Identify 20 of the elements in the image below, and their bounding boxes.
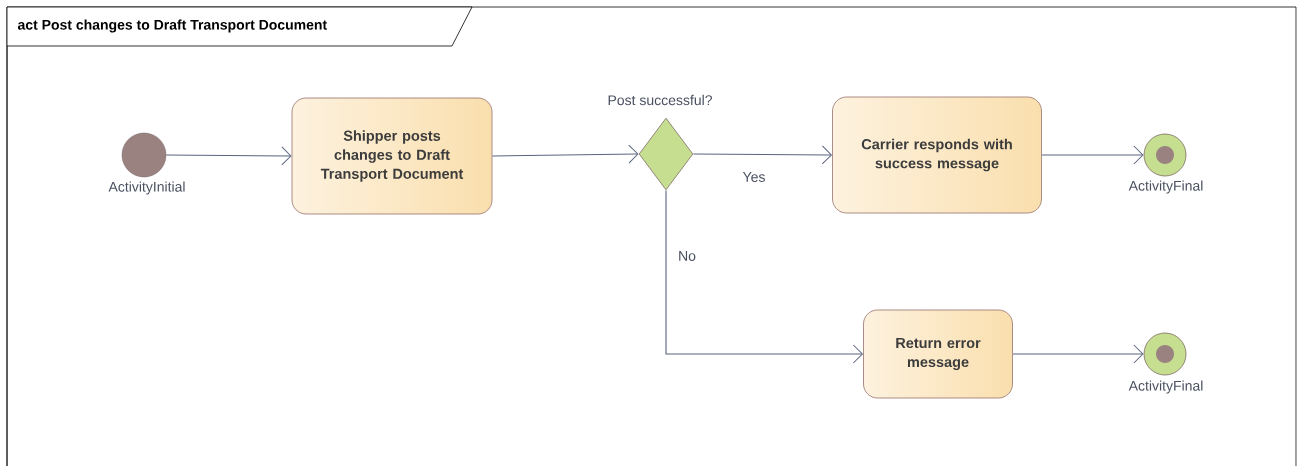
frame-title: act Post changes to Draft Transport Document <box>6 6 473 47</box>
action-box: Carrier responds with success message <box>832 96 1042 214</box>
decision-diamond <box>638 117 694 191</box>
action-box: Shipper posts changes to Draft Transport Document <box>291 97 493 215</box>
node-label: ActivityFinal <box>1128 180 1203 194</box>
node-label: ActivityFinal <box>1128 380 1203 394</box>
node-label: ActivityInitial <box>108 181 185 195</box>
arrow <box>1041 145 1144 165</box>
arrow <box>491 144 639 164</box>
final-node <box>1143 332 1187 376</box>
node-label: Post successful? <box>608 94 712 106</box>
final-node <box>1143 133 1187 177</box>
arrow <box>1012 344 1144 364</box>
initial-node <box>121 132 167 178</box>
arrow <box>165 146 292 166</box>
action-box: Return error message <box>863 309 1013 399</box>
arrow <box>665 189 863 364</box>
edge-label: Yes <box>741 171 767 183</box>
arrow <box>692 145 832 165</box>
edge-label: No <box>677 250 697 262</box>
